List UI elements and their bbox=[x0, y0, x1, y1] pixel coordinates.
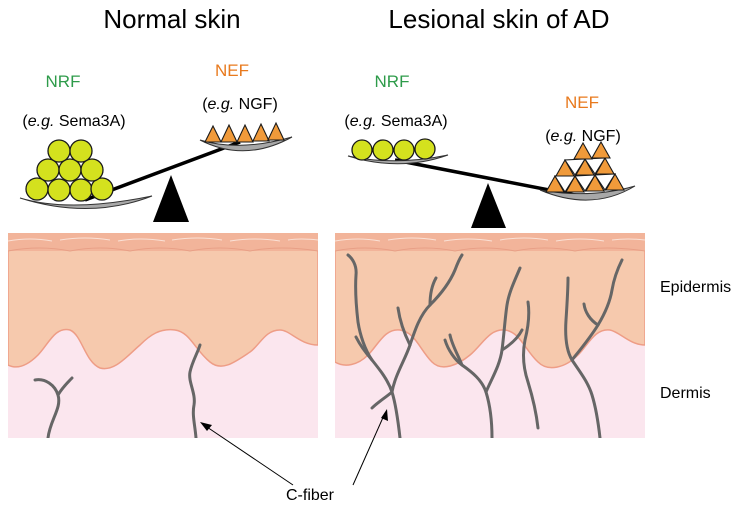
ngf-label-right: (e.g. NGF) bbox=[545, 128, 621, 145]
nrf-label-left: NRF bbox=[46, 72, 81, 91]
ngf-label-left: (e.g. NGF) bbox=[202, 96, 278, 113]
nef-label-left: NEF bbox=[215, 61, 249, 80]
sema3a-label-left: (e.g. Sema3A) bbox=[22, 113, 125, 130]
skin-panel-lesional bbox=[335, 233, 645, 438]
title-normal-skin: Normal skin bbox=[103, 4, 240, 34]
c-fiber-normal-left bbox=[33, 376, 74, 438]
fulcrum-right bbox=[471, 183, 506, 228]
dermis-label: Dermis bbox=[660, 385, 711, 402]
sema3a-balls-left bbox=[25, 139, 114, 202]
epidermis-label: Epidermis bbox=[660, 279, 731, 296]
c-fiber-arrow-left bbox=[200, 422, 294, 486]
nef-label-right: NEF bbox=[565, 93, 599, 112]
c-fiber-label: C-fiber bbox=[286, 487, 335, 504]
balance-lesional: NRF (e.g. Sema3A) NEF (e.g. NGF) bbox=[344, 72, 636, 228]
balance-normal: NRF (e.g. Sema3A) NEF (e.g. NGF) bbox=[19, 61, 293, 222]
sema3a-balls-right bbox=[351, 138, 436, 161]
nrf-label-right: NRF bbox=[375, 72, 410, 91]
pan-nrf-left bbox=[19, 195, 153, 209]
ngf-triangles-left bbox=[204, 121, 285, 143]
c-fibers-lesional bbox=[346, 253, 624, 438]
pan-nrf-right bbox=[347, 154, 449, 165]
fulcrum-left bbox=[153, 175, 189, 222]
pan-nef-right bbox=[539, 185, 636, 201]
title-lesional-skin: Lesional skin of AD bbox=[388, 4, 609, 34]
c-fiber-normal-right bbox=[188, 343, 202, 438]
c-fiber-arrow-right bbox=[352, 409, 388, 486]
sema3a-label-right: (e.g. Sema3A) bbox=[344, 113, 447, 130]
ngf-triangles-right bbox=[545, 140, 625, 194]
pan-nef-left bbox=[199, 136, 293, 152]
skin-panel-normal bbox=[8, 233, 318, 438]
